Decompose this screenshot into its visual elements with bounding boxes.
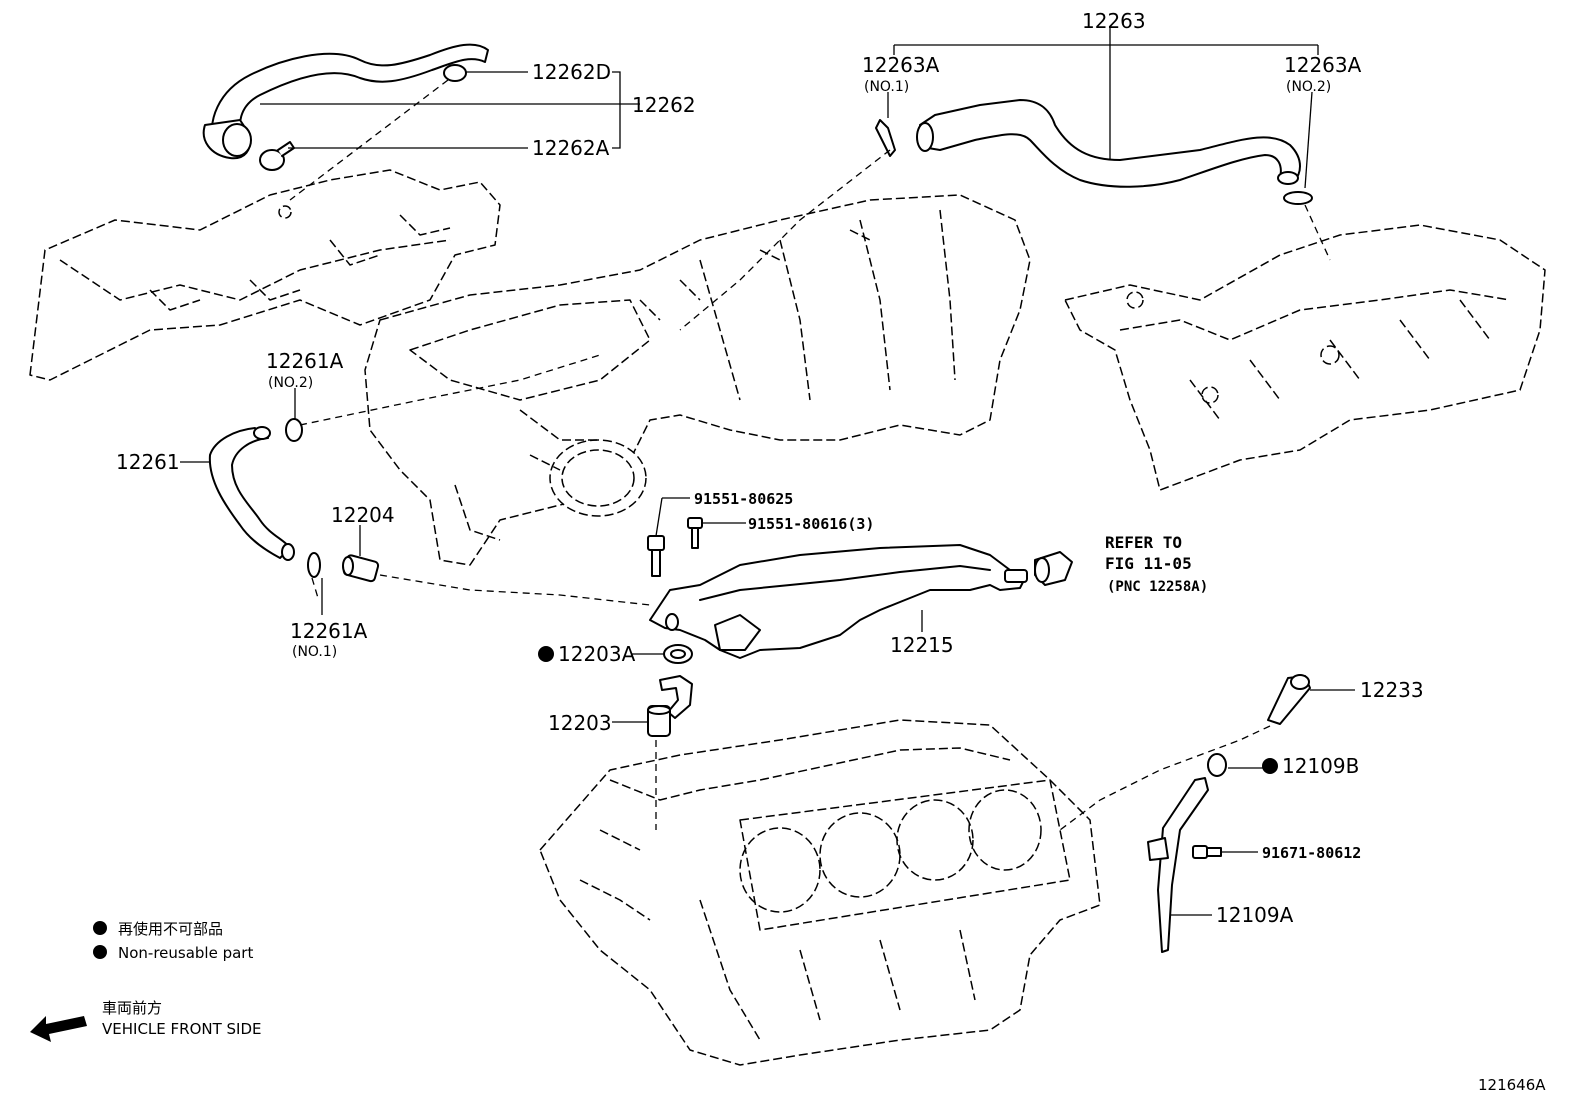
- legend-dot-en: [93, 945, 107, 959]
- hose-12261: [208, 427, 291, 559]
- label-12262A: 12262A: [532, 136, 610, 160]
- clamp-12263A-no2: [1283, 191, 1313, 205]
- label-91671-80612: 91671-80612: [1262, 844, 1361, 862]
- label-12203: 12203: [548, 711, 612, 735]
- refer-note-line1: REFER TO: [1105, 533, 1182, 552]
- hose-12262: [210, 43, 489, 151]
- intake-manifold-outline: [364, 194, 1031, 566]
- pcv-valve-12204: [342, 554, 380, 583]
- bolt-91551-80616: [687, 517, 703, 549]
- label-12261: 12261: [116, 450, 180, 474]
- clamp-12261A-no1: [307, 552, 321, 578]
- label-12263A-no1-sub: (NO.1): [864, 79, 909, 95]
- figure-id: 121646A: [1478, 1076, 1546, 1094]
- bolt-91551-80625: [647, 535, 665, 577]
- label-12204: 12204: [331, 503, 395, 527]
- label-12233: 12233: [1360, 678, 1424, 702]
- legend-front-jp: 車両前方: [102, 999, 162, 1017]
- clamp-12263A-no1: [875, 119, 896, 157]
- label-12203A: 12203A: [558, 642, 636, 666]
- clamp-12262A: [259, 149, 285, 171]
- right-head-cover-outline: [1064, 224, 1546, 491]
- label-12109B: 12109B: [1282, 754, 1359, 778]
- legend-dot-jp: [93, 921, 107, 935]
- grommet-12258A: [1034, 551, 1073, 586]
- left-head-cover-outline: [29, 169, 501, 381]
- legend-nonreusable-en: Non-reusable part: [118, 944, 253, 962]
- label-12261A-no1: 12261A: [290, 619, 368, 643]
- oil-separator-12215: [649, 544, 1026, 659]
- tube-12233: [1267, 674, 1311, 725]
- label-12262: 12262: [632, 93, 696, 117]
- label-91551-80616: 91551-80616(3): [748, 515, 874, 533]
- label-12261A-no2: 12261A: [266, 349, 344, 373]
- label-12263A-no1: 12263A: [862, 53, 940, 77]
- label-12215: 12215: [890, 633, 954, 657]
- label-12261A-no2-sub: (NO.2): [268, 375, 313, 391]
- bolt-91671-80612: [1192, 845, 1222, 859]
- label-12263A-no2-sub: (NO.2): [1286, 79, 1331, 95]
- label-12261A-no1-sub: (NO.1): [292, 644, 337, 660]
- non-reusable-dot-12203A: [538, 646, 554, 662]
- non-reusable-dot-12109B: [1262, 758, 1278, 774]
- clamp-12261A-no2: [285, 418, 303, 442]
- refer-note-line2: FIG 11-05: [1105, 554, 1192, 573]
- dipstick-guide-12109A: [1157, 777, 1209, 953]
- pipe-12203: [647, 675, 693, 737]
- label-12263A-no2: 12263A: [1284, 53, 1362, 77]
- label-12263: 12263: [1082, 9, 1146, 33]
- clamp-12262D: [443, 64, 467, 82]
- hose-12263: [919, 99, 1301, 188]
- label-91551-80625: 91551-80625: [694, 490, 793, 508]
- refer-note-line3: (PNC 12258A): [1107, 579, 1208, 595]
- label-12109A: 12109A: [1216, 903, 1294, 927]
- cylinder-block-outline: [539, 719, 1101, 1066]
- front-arrow-icon: [30, 1016, 87, 1042]
- label-12262D: 12262D: [532, 60, 611, 84]
- legend-nonreusable-jp: 再使用不可部品: [118, 920, 223, 938]
- legend-front-en: VEHICLE FRONT SIDE: [102, 1020, 262, 1038]
- o-ring-12109B: [1207, 753, 1227, 777]
